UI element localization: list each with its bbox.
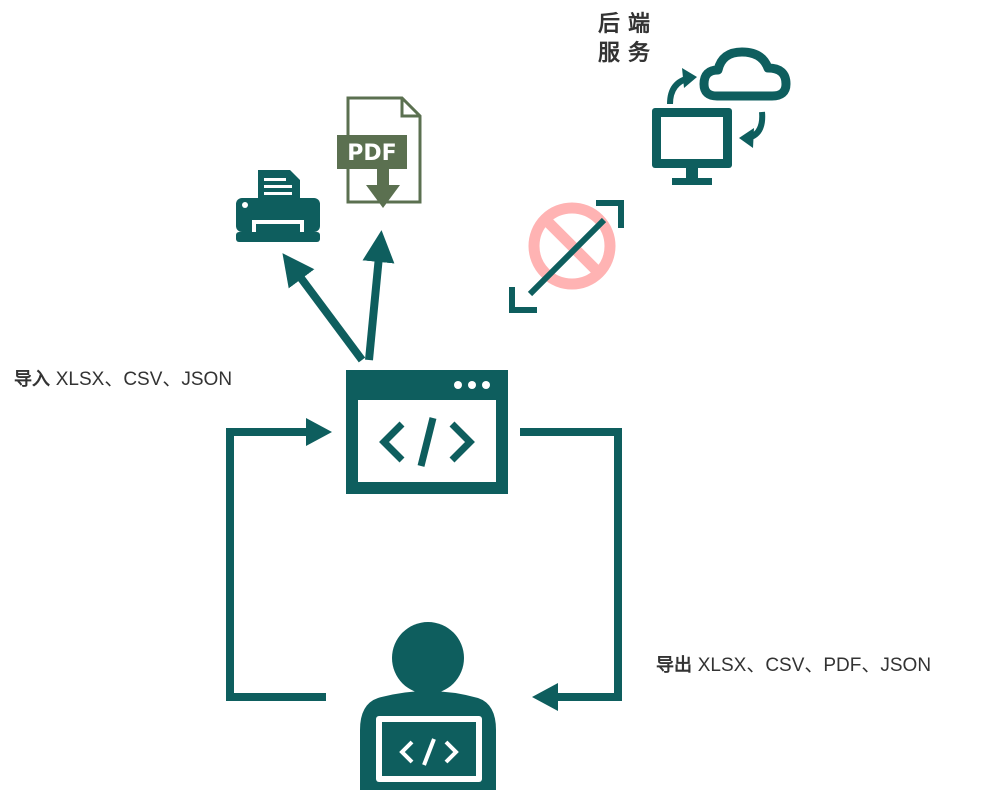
arrow-to-pdf <box>362 230 395 361</box>
export-arrowhead <box>532 683 558 711</box>
backend-service-label: 后端服务 <box>598 12 659 66</box>
backend-double-arrow <box>509 200 624 313</box>
printer-icon <box>236 170 320 242</box>
browser-code-icon <box>346 370 508 494</box>
export-arrow-path <box>520 428 622 701</box>
pdf-badge-text: PDF <box>347 141 396 166</box>
import-arrowhead <box>306 418 332 446</box>
cloud-sync-icon <box>652 47 791 185</box>
pdf-download-icon: PDF <box>337 96 422 208</box>
developer-laptop-icon <box>360 622 496 790</box>
forbidden-icon <box>528 202 616 290</box>
import-arrow-path <box>226 428 326 701</box>
import-formats: XLSX、CSV、JSON <box>55 369 233 390</box>
export-formats-label: 导出 XLSX、CSV、PDF、JSON <box>656 656 931 675</box>
export-prefix: 导出 <box>656 655 692 676</box>
export-formats: XLSX、CSV、PDF、JSON <box>697 655 932 676</box>
arrow-to-printer <box>282 253 366 363</box>
import-formats-label: 导入 XLSX、CSV、JSON <box>14 370 232 389</box>
import-prefix: 导入 <box>14 369 50 390</box>
